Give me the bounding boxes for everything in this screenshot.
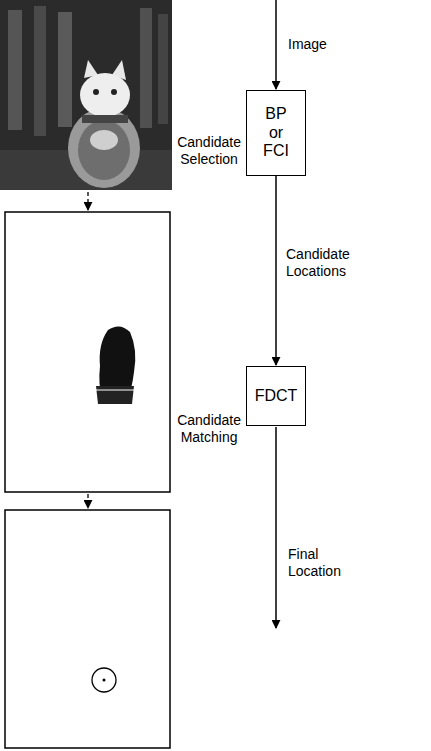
flow-label: Candidate Matching <box>177 412 241 446</box>
output-arrow <box>275 427 277 628</box>
process-box: FDCT <box>246 366 306 426</box>
flow-label: Image <box>288 36 327 53</box>
input-photo <box>0 0 172 190</box>
box-text: BP or FCI <box>263 105 289 160</box>
dashed-arrow <box>87 494 88 508</box>
location-dot <box>103 679 106 682</box>
box-text: FDCT <box>255 387 298 405</box>
flow-arrow <box>275 176 277 365</box>
process-box: BP or FCI <box>246 90 306 176</box>
location-marker <box>92 668 116 692</box>
edge-label: Candidate Locations <box>286 246 350 280</box>
dashed-arrow <box>87 192 88 210</box>
flow-label: Final Location <box>288 546 341 580</box>
flow-label: Candidate Selection <box>177 134 241 168</box>
final-panel <box>5 510 170 748</box>
input-arrow <box>275 0 277 89</box>
candidate-panel <box>5 212 170 492</box>
candidate-blob <box>94 326 136 404</box>
